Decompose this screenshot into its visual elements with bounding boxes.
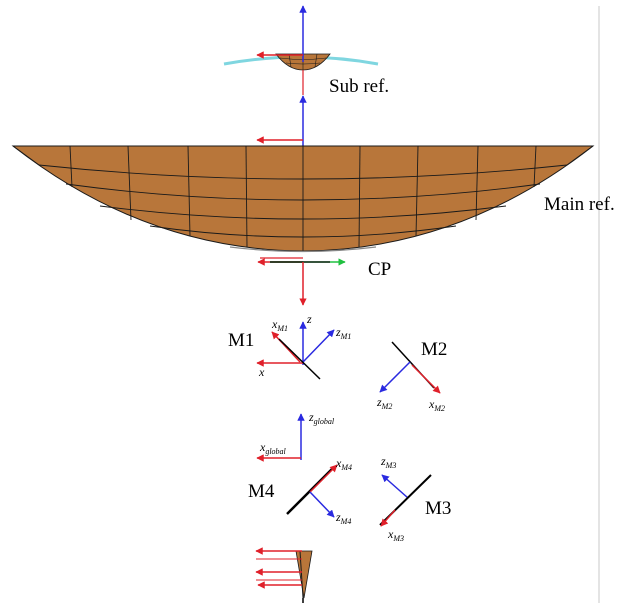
m1-label: M1 [228,330,254,351]
m1-xm1-axis [271,331,301,363]
m1-frame [256,321,335,380]
m2-xm2-label: xM2 [428,397,445,413]
cp-frame [257,257,346,306]
m2-xm2-axis [411,364,441,394]
m3-xm3-label: xM3 [387,527,404,543]
m3-xm3-axis [380,509,396,527]
feed-horn [255,547,313,603]
m4-zm4-axis [309,491,335,518]
m2-frame [379,341,441,394]
mainref-grid [12,145,594,251]
m3-frame [379,474,432,527]
m4-label: M4 [248,481,275,502]
m4-frame [286,464,338,518]
horn-body [295,550,313,599]
main-reflector [11,95,595,253]
sub-ref-label: Sub ref. [329,76,389,97]
mainref-shadow [229,246,377,253]
m2-label: M2 [421,339,447,360]
main-ref-label: Main ref. [544,194,615,215]
m2-zm2-label: zM2 [376,395,392,411]
m4-zm4-label: zM4 [335,510,351,526]
m1-z-label: z [306,312,312,326]
m2-zm2-axis [379,361,411,393]
global-x-label: xglobal [259,440,287,456]
global-z-label: zglobal [308,410,335,426]
m3-zm3-axis [381,474,409,499]
m1-mirror [278,338,321,380]
m4-xm4-label: xM4 [335,456,352,472]
m1-xm1-label: xM1 [271,317,288,333]
m3-zm3-label: zM3 [380,454,396,470]
m3-label: M3 [425,498,451,519]
m1-zm1-axis [302,329,335,363]
cp-label: CP [368,259,391,280]
m1-zm1-label: zM1 [335,325,351,341]
sub-reflector [223,5,379,95]
m4-xm4-axis [309,464,338,493]
m1-x-label: x [258,365,265,379]
global-frame [256,413,305,462]
